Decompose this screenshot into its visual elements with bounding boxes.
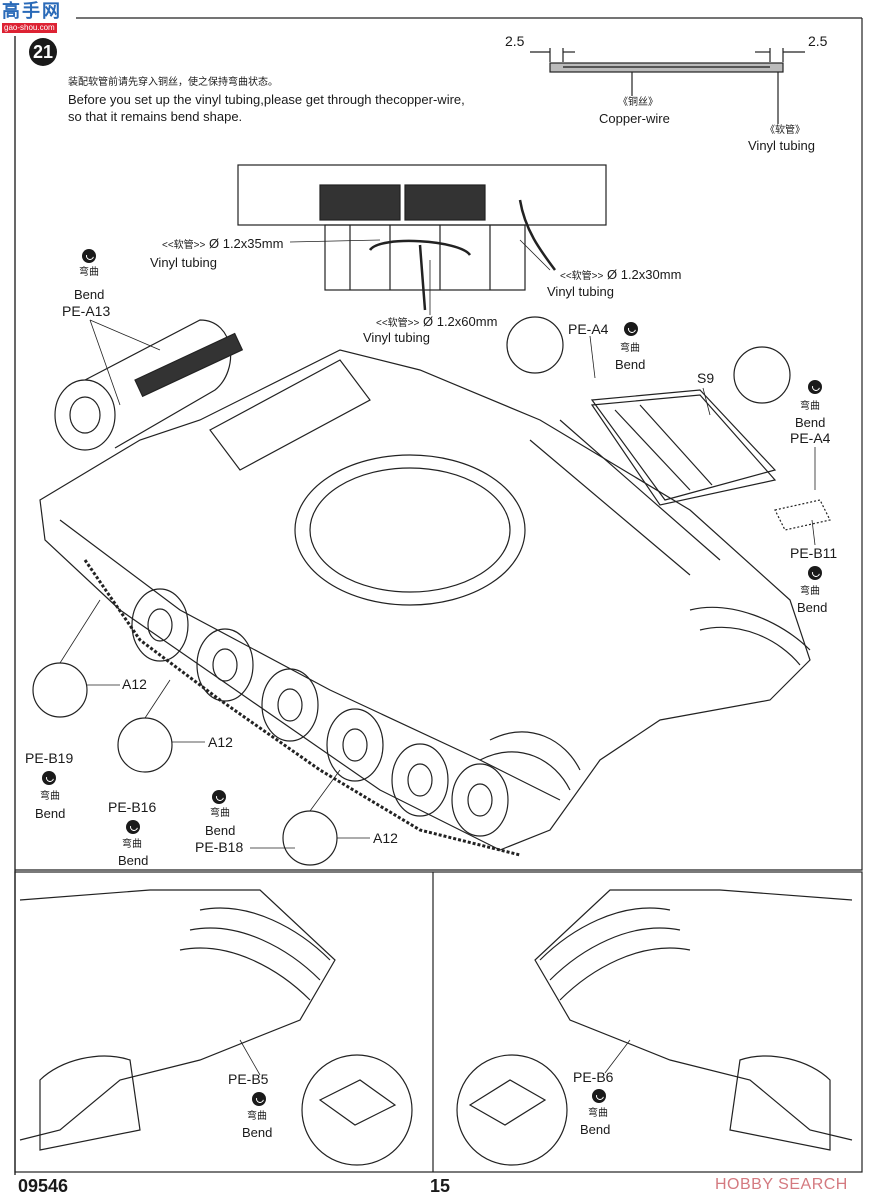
part-pe-a4-top: PE-A4 [568, 321, 609, 337]
watermark-logo: 高手网 gao-shou.com [2, 1, 74, 35]
bend-zh: 弯曲 [122, 839, 142, 850]
part-pe-b16: PE-B16 [108, 799, 157, 815]
detail-bubbles [32, 316, 791, 1166]
bend-zh: 弯曲 [800, 586, 820, 597]
bend-en: Bend [74, 287, 105, 302]
bend-zh: 弯曲 [40, 791, 60, 802]
bend-icon [42, 771, 56, 785]
bend-icon [624, 322, 638, 336]
bend-icon [808, 566, 822, 580]
tubing-size: Ø 1.2x35mm [208, 236, 284, 251]
dim-right: 2.5 [808, 33, 828, 49]
copper-wire-en: Copper-wire [599, 111, 670, 126]
part-s9: S9 [697, 370, 715, 386]
tubing-zh: <<软管>> [162, 240, 206, 251]
lower-left-view [19, 889, 336, 1151]
part-a12: A12 [208, 734, 233, 750]
lower-right-view [534, 889, 853, 1151]
bend-icon [126, 820, 140, 834]
tank-hull [39, 349, 811, 851]
tubing-zh: <<软管>> [560, 271, 604, 282]
bend-zh: 弯曲 [620, 343, 640, 354]
instruction-en-2: so that it remains bend shape. [68, 109, 243, 124]
part-a12: A12 [122, 676, 147, 692]
bend-zh: 弯曲 [588, 1108, 608, 1119]
tubing-callout-35: <<软管>> Ø 1.2x35mm [162, 237, 283, 251]
bend-icon [252, 1092, 266, 1106]
part-a12: A12 [373, 830, 398, 846]
bend-icon [82, 249, 96, 263]
step-number-badge: 21 [29, 38, 57, 66]
page-number: 15 [430, 1176, 451, 1196]
tubing-callout-60-en: Vinyl tubing [363, 330, 430, 345]
copper-wire-diagram [530, 48, 805, 124]
page-frame [14, 17, 863, 1175]
bend-en: Bend [242, 1125, 273, 1140]
rear-engine-detail [237, 164, 607, 311]
bend-en: Bend [797, 600, 828, 615]
bend-zh: 弯曲 [800, 401, 820, 412]
bend-en: Bend [35, 806, 66, 821]
bend-icon [592, 1089, 606, 1103]
part-pe-b11: PE-B11 [790, 545, 838, 561]
tubing-callout-60: <<软管>> Ø 1.2x60mm [376, 315, 497, 329]
bend-zh: 弯曲 [210, 808, 230, 819]
bend-icon [212, 790, 226, 804]
tubing-size: Ø 1.2x60mm [422, 314, 498, 329]
bend-icon [808, 380, 822, 394]
source-watermark: HOBBY SEARCH [715, 1176, 848, 1193]
part-pe-a4-right: PE-A4 [790, 430, 831, 446]
bend-zh: 弯曲 [247, 1111, 267, 1122]
bend-en: Bend [615, 357, 646, 372]
tubing-callout-30: <<软管>> Ø 1.2x30mm [560, 268, 681, 282]
logo-text: 高手网 [2, 1, 62, 21]
part-pe-b6: PE-B6 [573, 1069, 614, 1085]
part-pe-b18: PE-B18 [195, 839, 244, 855]
part-pe-b5: PE-B5 [228, 1071, 269, 1087]
bend-en: Bend [118, 853, 149, 868]
instruction-en-1: Before you set up the vinyl tubing,pleas… [68, 92, 465, 107]
s9-part [590, 394, 831, 531]
tubing-zh: <<软管>> [376, 318, 420, 329]
bend-zh: 弯曲 [79, 267, 99, 278]
part-pe-a13: PE-A13 [62, 303, 111, 319]
kit-number: 09546 [18, 1176, 69, 1196]
copper-wire-zh: 《铜丝》 [618, 97, 658, 108]
road-wheels [83, 559, 521, 857]
fuel-drum [54, 319, 244, 451]
tubing-callout-35-en: Vinyl tubing [150, 255, 217, 270]
part-pe-b19: PE-B19 [25, 750, 74, 766]
instruction-zh: 装配软管前请先穿入铜丝，使之保持弯曲状态。 [68, 77, 278, 88]
dim-left: 2.5 [505, 33, 525, 49]
tubing-size: Ø 1.2x30mm [606, 267, 682, 282]
vinyl-tubing-en: Vinyl tubing [748, 138, 815, 153]
bend-en: Bend [795, 415, 826, 430]
tubing-callout-30-en: Vinyl tubing [547, 284, 614, 299]
leader-lines [59, 239, 816, 1076]
logo-url: gao-shou.com [2, 23, 57, 33]
bend-en: Bend [205, 823, 236, 838]
bend-en: Bend [580, 1122, 611, 1137]
vinyl-tubing-zh: 《软管》 [765, 125, 805, 136]
